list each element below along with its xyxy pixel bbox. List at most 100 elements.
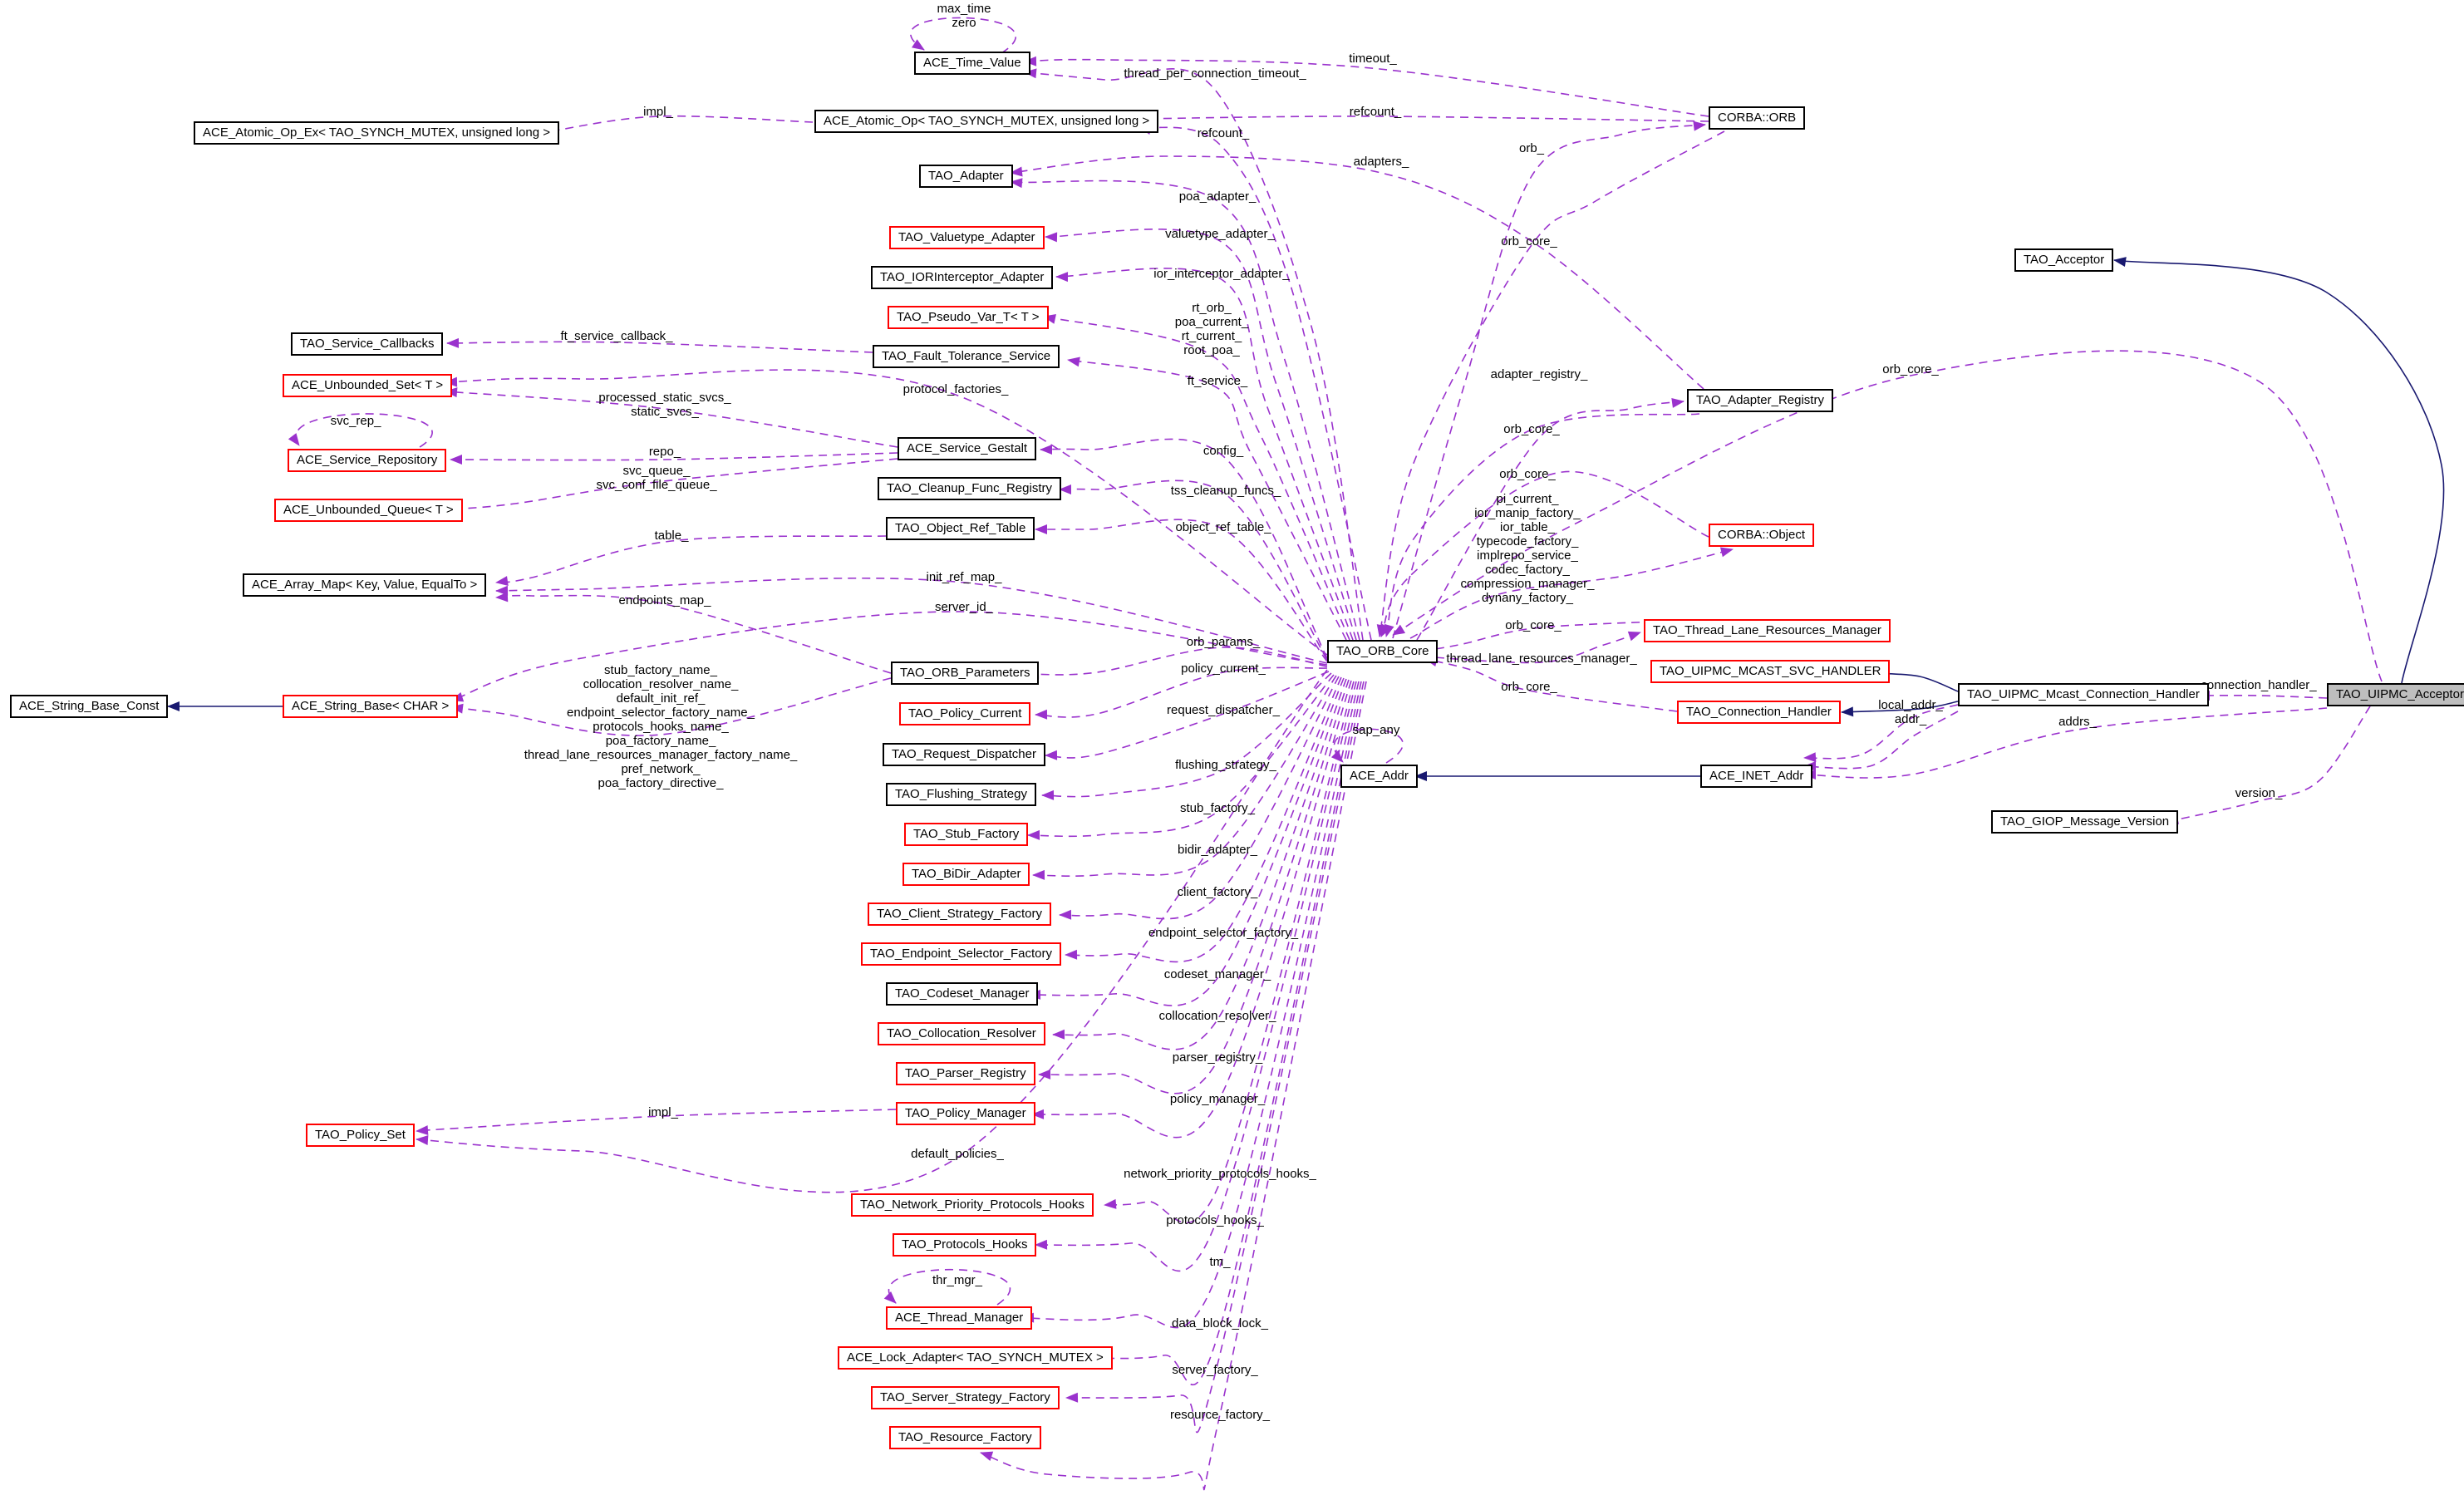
edge-label-codeset-manager: codeset_manager_ — [1163, 967, 1271, 981]
class-box-ace_thread_manager: ACE_Thread_Manager — [886, 1306, 1033, 1330]
edge-tao_orb_core-to-tao_endpoint_selector_factory — [1065, 676, 1342, 963]
class-box-ace_time_value[interactable]: ACE_Time_Value — [914, 52, 1030, 75]
edge-label-parser-registry: parser_registry_ — [1172, 1050, 1263, 1065]
edge-label-policy-manager: policy_manager_ — [1169, 1092, 1266, 1106]
class-box-ace_unbounded_set: ACE_Unbounded_Set< T > — [283, 374, 453, 397]
edge-label-impl: impl_ — [643, 105, 673, 119]
class-box-tao_policy_set: TAO_Policy_Set — [306, 1124, 415, 1147]
class-box-tao_iorinterceptor_adapter[interactable]: TAO_IORInterceptor_Adapter — [871, 266, 1054, 289]
edge-label-network-priority-protocols-hooks: network_priority_protocols_hooks_ — [1124, 1167, 1316, 1181]
edge-tao_uipmc_acceptor-to-ace_inet_addr — [1803, 707, 2328, 780]
edge-tao_uipmc_mcast_connection_handler-to-tao_connection_handler — [1841, 701, 1959, 717]
edge-label-addrs: addrs_ — [2058, 715, 2097, 729]
edge-label-thread-lane-resources-manager: thread_lane_resources_manager_ — [1446, 652, 1637, 666]
class-box-tao_client_strategy_factory: TAO_Client_Strategy_Factory — [868, 903, 1051, 926]
class-box-ace_atomic_op[interactable]: ACE_Atomic_Op< TAO_SYNCH_MUTEX, unsigned… — [814, 110, 1159, 133]
class-box-ace_addr[interactable]: ACE_Addr — [1340, 765, 1418, 788]
edge-label-thr-mgr: thr_mgr_ — [932, 1273, 983, 1287]
edge-label-refcount: refcount_ — [1197, 126, 1250, 140]
edge-label-rt-orb: rt_orb_ poa_current_ rt_current_ root_po… — [1174, 301, 1249, 357]
edge-label-thread-per-connection-timeout: thread_per_connection_timeout_ — [1124, 66, 1306, 81]
edge-label-config: config_ — [1202, 444, 1244, 458]
class-box-tao_protocols_hooks: TAO_Protocols_Hooks — [893, 1233, 1037, 1257]
edge-ace_thread_manager-to-ace_thread_manager — [883, 1268, 1011, 1306]
edge-label-local-addr: local_addr_ addr_ — [1878, 698, 1943, 726]
class-box-ace_service_repository: ACE_Service_Repository — [288, 449, 447, 472]
edge-label-protocols-hooks: protocols_hooks_ — [1166, 1213, 1264, 1227]
edge-label-ft-service: ft_service_ — [1187, 374, 1248, 388]
class-box-ace_service_gestalt[interactable]: ACE_Service_Gestalt — [898, 437, 1037, 460]
class-box-tao_request_dispatcher[interactable]: TAO_Request_Dispatcher — [883, 743, 1045, 766]
class-box-tao_policy_manager: TAO_Policy_Manager — [896, 1102, 1035, 1125]
edge-label-tm: tm_ — [1209, 1255, 1231, 1269]
edge-tao_orb_core-to-tao_policy_manager — [1031, 680, 1352, 1139]
edge-label-poa-adapter: poa_adapter_ — [1178, 189, 1257, 204]
edge-tao_orb_core-to-tao_bidir_adapter — [1032, 675, 1337, 880]
edge-label-request-dispatcher: request_dispatcher_ — [1167, 703, 1280, 717]
edge-label-flushing-strategy: flushing_strategy_ — [1175, 758, 1276, 772]
edge-ace_service_gestalt-to-ace_unbounded_set — [445, 387, 898, 448]
edge-tao_orb_core-to-tao_client_strategy_factory — [1059, 676, 1340, 920]
class-box-tao_fault_tolerance_service[interactable]: TAO_Fault_Tolerance_Service — [873, 345, 1060, 368]
class-box-tao_valuetype_adapter: TAO_Valuetype_Adapter — [889, 226, 1045, 249]
edge-tao_orb_core-to-corba_object — [1409, 547, 1734, 639]
edge-label-repo: repo_ — [648, 445, 681, 459]
class-box-tao_orb_core[interactable]: TAO_ORB_Core — [1327, 640, 1439, 663]
class-box-ace_string_base_const[interactable]: ACE_String_Base_Const — [10, 695, 169, 718]
edge-label-refcount: refcount_ — [1349, 105, 1402, 119]
edge-tao_orb_core-to-tao_server_strategy_factory — [1065, 681, 1365, 1434]
class-box-corba_orb[interactable]: CORBA::ORB — [1709, 106, 1806, 130]
edge-label-init-ref-map: init_ref_map_ — [926, 570, 1002, 584]
edge-tao_connection_handler-to-tao_orb_core — [1424, 657, 1678, 712]
class-box-tao_uipmc_mcast_svc_handler: TAO_UIPMC_MCAST_SVC_HANDLER — [1650, 660, 1891, 683]
edge-tao_orb_core-to-tao_thread_lane_resources_manager — [1421, 631, 1641, 664]
edge-label-orb: orb_ — [1518, 141, 1545, 155]
class-box-ace_string_base: ACE_String_Base< CHAR > — [283, 695, 459, 718]
edge-tao_object_ref_table-to-ace_array_map — [495, 535, 887, 587]
class-box-tao_service_callbacks[interactable]: TAO_Service_Callbacks — [291, 332, 444, 356]
class-box-tao_policy_current: TAO_Policy_Current — [899, 702, 1031, 725]
edge-label-svc-queue: svc_queue_ svc_conf_file_queue_ — [596, 464, 717, 492]
class-box-tao_pseudo_var_t: TAO_Pseudo_Var_T< T > — [888, 306, 1049, 329]
class-box-tao_collocation_resolver: TAO_Collocation_Resolver — [878, 1022, 1045, 1045]
edge-label-adapters: adapters_ — [1353, 155, 1409, 169]
edge-tao_orb_core-to-corba_orb — [1392, 120, 1706, 639]
edge-tao_orb_core-to-tao_fault_tolerance_service — [1067, 357, 1347, 641]
class-box-tao_giop_message_version[interactable]: TAO_GIOP_Message_Version — [1991, 810, 2179, 834]
edge-tao_adapter_registry-to-tao_adapter — [1010, 155, 1704, 390]
edge-tao_adapter_registry-to-tao_orb_core — [1384, 413, 1700, 637]
edge-label-valuetype-adapter: valuetype_adapter_ — [1165, 227, 1275, 241]
edge-ace_addr-to-ace_addr — [1330, 728, 1404, 764]
class-box-tao_uipmc_mcast_connection_handler[interactable]: TAO_UIPMC_Mcast_Connection_Handler — [1958, 683, 2209, 706]
edge-tao_orb_core-to-tao_policy_current — [1035, 666, 1328, 720]
edge-label-adapter-registry: adapter_registry_ — [1490, 367, 1588, 381]
class-box-tao_adapter_registry[interactable]: TAO_Adapter_Registry — [1687, 389, 1833, 412]
edge-label-table: table_ — [654, 529, 689, 543]
class-box-tao_codeset_manager[interactable]: TAO_Codeset_Manager — [886, 982, 1039, 1006]
class-box-ace_atomic_op_ex[interactable]: ACE_Atomic_Op_Ex< TAO_SYNCH_MUTEX, unsig… — [194, 121, 559, 145]
edge-label-stub-factory-name: stub_factory_name_ collocation_resolver_… — [524, 663, 798, 790]
edge-label-orb-core: orb_core_ — [1505, 618, 1562, 632]
class-box-ace_inet_addr[interactable]: ACE_INET_Addr — [1700, 765, 1813, 788]
edge-label-processed-static-svcs: processed_static_svcs_ static_svcs_ — [598, 391, 731, 419]
edge-tao_orb_core-to-tao_codeset_manager — [1028, 677, 1345, 1006]
edge-tao_orb_core-to-tao_resource_factory — [980, 681, 1367, 1491]
class-box-ace_array_map[interactable]: ACE_Array_Map< Key, Value, EqualTo > — [243, 573, 487, 597]
edge-label-orb-core: orb_core_ — [1882, 362, 1939, 376]
class-box-tao_object_ref_table[interactable]: TAO_Object_Ref_Table — [886, 517, 1035, 540]
class-box-tao_orb_parameters[interactable]: TAO_ORB_Parameters — [891, 662, 1040, 685]
class-box-tao_adapter[interactable]: TAO_Adapter — [919, 165, 1013, 188]
class-box-tao_flushing_strategy[interactable]: TAO_Flushing_Strategy — [886, 783, 1036, 806]
class-box-tao_acceptor[interactable]: TAO_Acceptor — [2014, 248, 2114, 272]
class-box-tao_cleanup_func_registry[interactable]: TAO_Cleanup_Func_Registry — [878, 477, 1061, 500]
class-box-ace_lock_adapter: ACE_Lock_Adapter< TAO_SYNCH_MUTEX > — [838, 1346, 1113, 1370]
edge-label-ft-service-callback: ft_service_callback_ — [560, 329, 673, 343]
edge-tao_orb_core-to-tao_iorinterceptor_adapter — [1055, 268, 1354, 641]
edge-label-protocol-factories: protocol_factories_ — [902, 382, 1009, 396]
edge-label-version: version_ — [2235, 786, 2283, 800]
edge-tao_orb_core-to-tao_policy_set — [416, 669, 1328, 1193]
class-box-tao_uipmc_acceptor: TAO_UIPMC_Acceptor — [2327, 683, 2464, 706]
edge-tao_fault_tolerance_service-to-tao_service_callbacks — [446, 337, 873, 353]
edge-tao_orb_core-to-ace_atomic_op — [1139, 125, 1372, 641]
edge-tao_uipmc_mcast_connection_handler-to-ace_inet_addr — [1803, 704, 1959, 763]
